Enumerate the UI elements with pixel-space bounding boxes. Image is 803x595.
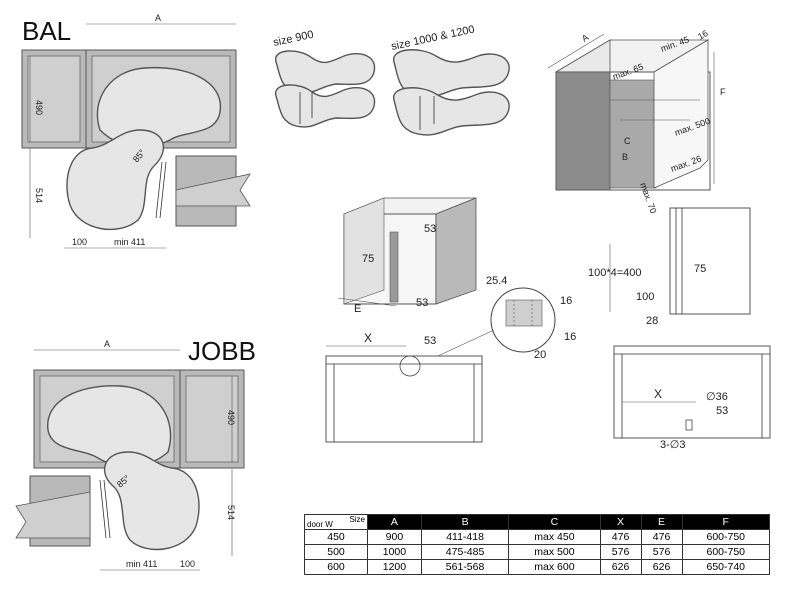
jobb-dim-514: 514	[226, 505, 236, 520]
size-1000-label: size 1000 & 1200	[390, 24, 476, 53]
bal-hinge-rod	[155, 161, 163, 219]
cabinet-3d-view: A F max. 65 min. 45 16 C B max. 500 max.…	[547, 28, 726, 215]
frame-dim-75: 75	[362, 253, 374, 265]
col-header-f: F	[681, 514, 771, 530]
front1-dim-x: X	[364, 331, 372, 345]
bal-door-break	[175, 173, 251, 207]
front2-dim-x: X	[654, 387, 662, 401]
side-dim-28: 28	[646, 315, 658, 327]
side-dim-400: 100*4=400	[588, 267, 642, 279]
cabinet-dim-f: F	[720, 87, 726, 97]
cabinet-side-panel	[555, 71, 611, 191]
frame-side-panel	[435, 197, 477, 305]
bal-dim-min411: min 411	[114, 237, 145, 247]
frame-dim-53: 53	[424, 223, 436, 235]
table-row: 600 1200 561-568 max 600 626 626 650-740	[304, 559, 771, 575]
cabinet-dim-b: B	[622, 152, 628, 162]
side-hole-view: 100*4=400 75 100 28	[588, 207, 751, 327]
jobb-dim-100: 100	[180, 559, 195, 569]
spec-table-header: Size door W A B C X E F	[304, 514, 771, 530]
jobb-lower-shelf	[103, 451, 200, 551]
cabinet-dim-c: C	[624, 136, 631, 146]
cabinet-dim-16: 16	[696, 28, 710, 42]
cabinet-dim-a: A	[580, 32, 590, 44]
table-row: 500 1000 475-485 max 500 576 576 600-750	[304, 544, 771, 560]
jobb-dim-min411: min 411	[126, 559, 157, 569]
frame-dim-e: E	[354, 303, 361, 315]
bal-dim-490: 490	[34, 100, 44, 115]
side-dim-100: 100	[636, 291, 654, 303]
col-header-e: E	[640, 514, 683, 530]
detail-dim-20: 20	[534, 349, 546, 361]
bal-title: BAL	[22, 16, 71, 46]
frame-post	[389, 231, 399, 303]
bal-dim-514: 514	[34, 188, 44, 203]
detail-dim-16a: 16	[560, 295, 572, 307]
side-dim-75: 75	[694, 263, 706, 275]
front2-dim-36: ∅36	[706, 391, 728, 403]
bal-left-panel	[27, 55, 81, 143]
jobb-plan-view: JOBB 85° A 490 514 min 411 100	[15, 336, 256, 571]
detail-dim-25-4: 25.4	[486, 275, 507, 287]
col-header-a: A	[367, 514, 422, 530]
front-view-1: X 53	[325, 331, 483, 443]
bal-dim-a: A	[155, 13, 161, 23]
spec-table-corner: Size door W	[304, 514, 368, 530]
jobb-title: JOBB	[188, 336, 256, 366]
spec-table: Size door W A B C X E F 450 900 411-418 …	[304, 514, 771, 575]
bal-plan-view: BAL 85° A 490 514 100 min 411	[21, 13, 251, 249]
front1-dim-53: 53	[424, 335, 436, 347]
jobb-dim-a: A	[104, 339, 110, 349]
col-header-b: B	[420, 514, 510, 530]
front2-holes: 3-∅3	[660, 439, 685, 451]
bal-lower-shelf	[66, 129, 165, 231]
size-900-label: size 900	[272, 29, 315, 49]
jobb-hinge-rod	[103, 479, 111, 539]
table-row: 450 900 411-418 max 450 476 476 600-750	[304, 529, 771, 545]
size-900-lower-tray	[275, 84, 376, 128]
col-header-x: X	[599, 514, 642, 530]
size-1000-lower-tray	[393, 87, 510, 136]
frame-dim-53b: 53	[416, 297, 428, 309]
detail-circle: 25.4 16 16 20	[411, 275, 576, 369]
detail-dim-16b: 16	[564, 331, 576, 343]
size-900-shelves: size 900	[272, 29, 376, 128]
size-1000-shelves: size 1000 & 1200	[390, 24, 510, 136]
cabinet-frame-view: 53 75 E 53	[337, 197, 477, 315]
bal-dim-100: 100	[72, 237, 87, 247]
jobb-dim-490: 490	[226, 410, 236, 425]
col-header-c: C	[508, 514, 601, 530]
front2-dim-53: 53	[716, 405, 728, 417]
front-view-2: X ∅36 53 3-∅3	[613, 345, 771, 451]
